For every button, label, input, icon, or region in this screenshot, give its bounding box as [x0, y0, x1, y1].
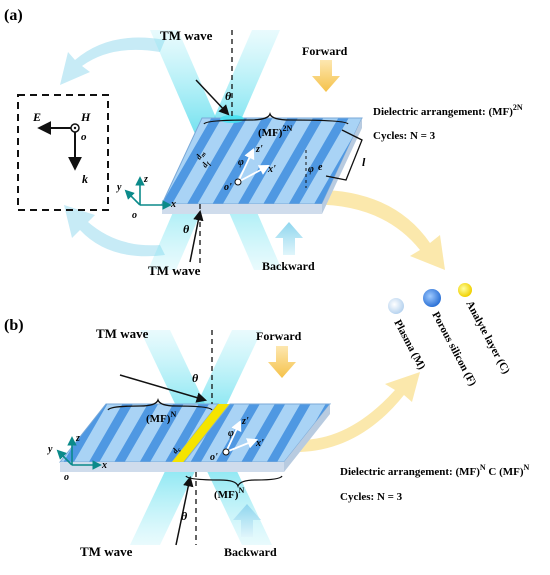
stack-label-a: (MF)2N	[258, 124, 292, 139]
theta-bottom-b: θ	[181, 509, 188, 523]
analyte-sphere	[458, 283, 472, 297]
curved-arrow-top-left	[60, 37, 165, 85]
o-label: o	[81, 131, 87, 143]
porous-sphere	[423, 289, 441, 307]
dc-label: dc	[170, 444, 183, 456]
field-box	[17, 94, 109, 211]
dm-label: dm	[194, 149, 208, 162]
axis-z-a: z	[143, 174, 148, 185]
forward-label-b: Forward	[256, 329, 302, 343]
arrangement-a: Dielectric arrangement: (MF)2N	[373, 103, 523, 118]
backward-label-b: Backward	[224, 545, 277, 559]
slab-b	[58, 403, 332, 472]
plasma-sphere	[388, 298, 404, 314]
backward-arrow-a	[275, 222, 303, 255]
backward-label-a: Backward	[262, 259, 315, 273]
arrangement-b: Dielectric arrangement: (MF)N C (MF)N	[340, 463, 530, 478]
tm-wave-top-b: TM wave	[96, 326, 149, 341]
tm-wave-top-a: TM wave	[160, 28, 213, 43]
tm-wave-bottom-a: TM wave	[148, 263, 201, 278]
h-label: H	[80, 110, 91, 124]
theta-bottom-a: θ	[183, 222, 190, 236]
forward-arrow-a	[312, 60, 340, 92]
axis-y-a: y	[116, 182, 122, 193]
z-prime-b: z'	[241, 416, 249, 427]
axis-z-b: z	[75, 433, 80, 444]
panel-a-label: (a)	[4, 7, 23, 24]
axis-x-b: x	[101, 460, 107, 471]
cycles-a: Cycles: N = 3	[373, 130, 436, 142]
x-prime-a: x'	[267, 164, 276, 175]
legend-analyte: Analyte layer (C)	[463, 299, 512, 376]
df-label: df	[200, 158, 213, 170]
left-stack-b: (MF)N	[146, 410, 176, 425]
slab-a	[161, 117, 363, 214]
phi-b: φ	[228, 428, 234, 439]
phi2-a: φ	[308, 164, 314, 175]
phi1-a: φ	[238, 157, 244, 168]
panel-b-label: (b)	[4, 317, 24, 334]
backward-arrow-b	[233, 504, 261, 537]
x-prime-b: x'	[255, 438, 264, 449]
theta-top-b: θ	[192, 371, 199, 385]
axis-o-b: o	[64, 472, 69, 483]
e-label-a: e	[318, 162, 323, 173]
axis-y-b: y	[47, 444, 53, 455]
z-prime-a: z'	[255, 144, 263, 155]
tm-wave-bottom-b: TM wave	[80, 544, 133, 559]
curved-arrow-b	[300, 372, 420, 452]
curved-arrow-bottom-left	[64, 205, 165, 257]
axis-x-a: x	[170, 199, 176, 210]
forward-label-a: Forward	[302, 44, 348, 58]
cycles-b: Cycles: N = 3	[340, 491, 403, 503]
o-prime-a: o'	[224, 182, 232, 193]
l-label-a: l	[362, 155, 366, 169]
forward-arrow-b	[268, 346, 296, 378]
right-stack-b: (MF)N	[214, 486, 244, 501]
o-prime-b: o'	[210, 452, 218, 463]
theta-top-a: θ	[225, 89, 232, 103]
axis-o-a: o	[132, 210, 137, 221]
legend-porous: Porous silicon (F)	[429, 310, 478, 389]
k-label: k	[82, 172, 88, 186]
legend-plasma: Plasma (M)	[391, 318, 427, 372]
e-label: E	[32, 110, 41, 124]
